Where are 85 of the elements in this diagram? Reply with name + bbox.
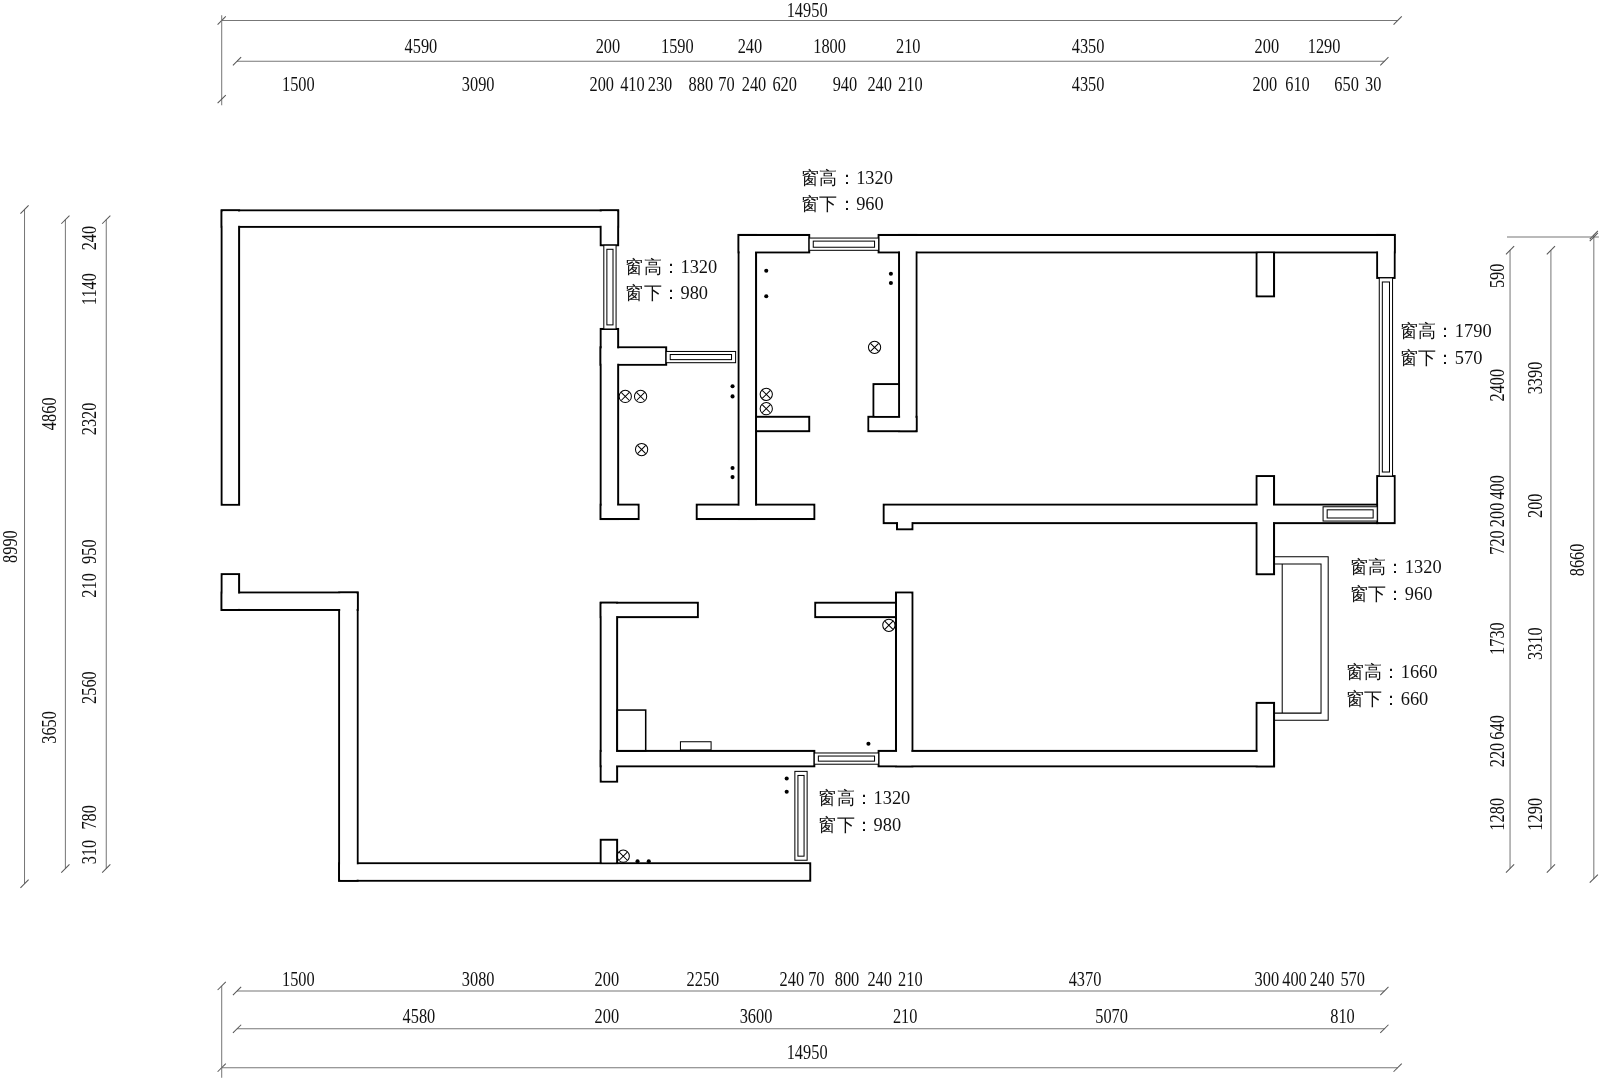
dimension-text: 3600	[739, 1005, 773, 1026]
dimension-text: 400	[1486, 475, 1507, 500]
dimension-text: 610	[1285, 73, 1310, 94]
dimension-text: 300	[1254, 968, 1280, 989]
window-note: 窗下：980	[818, 815, 902, 834]
dimension-text: 800	[834, 968, 860, 989]
dimension-text: 210	[892, 1005, 918, 1026]
dimension-text: 1500	[282, 73, 315, 94]
dimension-text: 200	[1252, 73, 1278, 94]
dimension-text: 400	[1282, 968, 1307, 989]
dimension-text: 14950	[786, 1042, 828, 1063]
dimension-text: 570	[1340, 968, 1365, 989]
dimension-text: 210	[898, 968, 923, 989]
dimension-text: 1140	[78, 273, 100, 306]
dimension-text: 200	[594, 1005, 620, 1026]
dimension-text: 310	[78, 839, 100, 865]
window-note: 窗下：960	[801, 195, 884, 214]
dimension-text: 200	[594, 968, 620, 989]
dimension-text: 1800	[813, 35, 846, 57]
dimension-text: 950	[78, 539, 100, 564]
dimension-text: 3310	[1524, 627, 1545, 660]
dimension-text: 650	[1334, 73, 1359, 94]
dimension-text: 210	[78, 573, 100, 598]
dimension-text: 4860	[38, 397, 60, 431]
window-note: 窗高：1790	[1399, 321, 1492, 341]
dimension-text: 4350	[1071, 73, 1105, 94]
dimension-text: 8660	[1566, 543, 1587, 577]
dimension-text: 3390	[1524, 361, 1545, 395]
dimension-text: 810	[1330, 1005, 1355, 1026]
dimension-text: 240	[867, 968, 892, 989]
dimension-text: 70	[718, 73, 735, 94]
dimension-text: 2250	[686, 968, 720, 989]
dimension-text: 940	[832, 73, 858, 94]
dimension-text: 70	[808, 968, 825, 989]
dimension-text: 1590	[661, 35, 694, 57]
dimension-text: 30	[1364, 73, 1382, 94]
dimension-text: 1290	[1307, 35, 1341, 57]
dimension-text: 4580	[402, 1005, 436, 1026]
dimension-text: 2560	[78, 671, 100, 704]
dimension-text: 240	[78, 225, 100, 251]
dimension-text: 1290	[1524, 797, 1545, 831]
dimension-text: 4350	[1071, 35, 1105, 57]
window-note: 窗高：1320	[625, 257, 718, 276]
dimension-text: 410	[620, 73, 645, 94]
dimension-text: 3650	[38, 711, 60, 744]
dimension-text: 880	[688, 73, 714, 94]
dimension-text: 3090	[461, 73, 495, 94]
dimension-text: 8990	[0, 530, 21, 563]
window-note: 窗下：570	[1399, 348, 1483, 367]
dimension-text: 200	[589, 73, 615, 94]
dimension-text: 230	[647, 73, 673, 94]
window-note: 窗高：1660	[1345, 663, 1438, 682]
window-note: 窗下：980	[625, 284, 708, 303]
dimension-text: 4370	[1068, 968, 1102, 989]
dimension-text: 200	[595, 35, 621, 57]
dimension-text: 620	[772, 73, 797, 94]
window-note: 窗下：960	[1349, 584, 1433, 603]
dimension-text: 1730	[1486, 622, 1507, 655]
dimension-text: 1500	[282, 968, 315, 989]
dimension-text: 2320	[78, 402, 100, 436]
dimension-text: 220	[1486, 742, 1507, 768]
window-note: 窗高：1320	[801, 168, 893, 187]
dimension-text: 200	[1254, 35, 1280, 57]
dimension-text: 240	[737, 35, 763, 57]
dimension-text: 240	[741, 73, 767, 94]
window-note: 窗高：1320	[818, 788, 911, 808]
dimension-text: 14950	[786, 0, 828, 21]
dimension-text: 2400	[1486, 368, 1507, 402]
window-note: 窗高：1320	[1349, 557, 1442, 577]
dimension-text: 720	[1486, 530, 1507, 555]
dimension-text: 240	[779, 968, 805, 989]
dimension-text: 5070	[1095, 1005, 1128, 1026]
dimension-text: 4590	[404, 35, 438, 57]
dimension-text: 1280	[1486, 797, 1507, 831]
dimension-text: 240	[1309, 968, 1335, 989]
window-note: 窗下：660	[1345, 689, 1429, 708]
dimension-text: 210	[898, 73, 923, 94]
dimension-text: 210	[896, 35, 921, 57]
dimension-text: 240	[867, 73, 892, 94]
dimension-text: 3080	[461, 968, 495, 989]
dimension-text: 200	[1524, 493, 1545, 518]
dimension-text: 780	[78, 805, 100, 830]
dimension-text: 590	[1486, 263, 1507, 289]
dimension-text: 640	[1486, 715, 1507, 740]
dimension-text: 200	[1486, 502, 1507, 528]
